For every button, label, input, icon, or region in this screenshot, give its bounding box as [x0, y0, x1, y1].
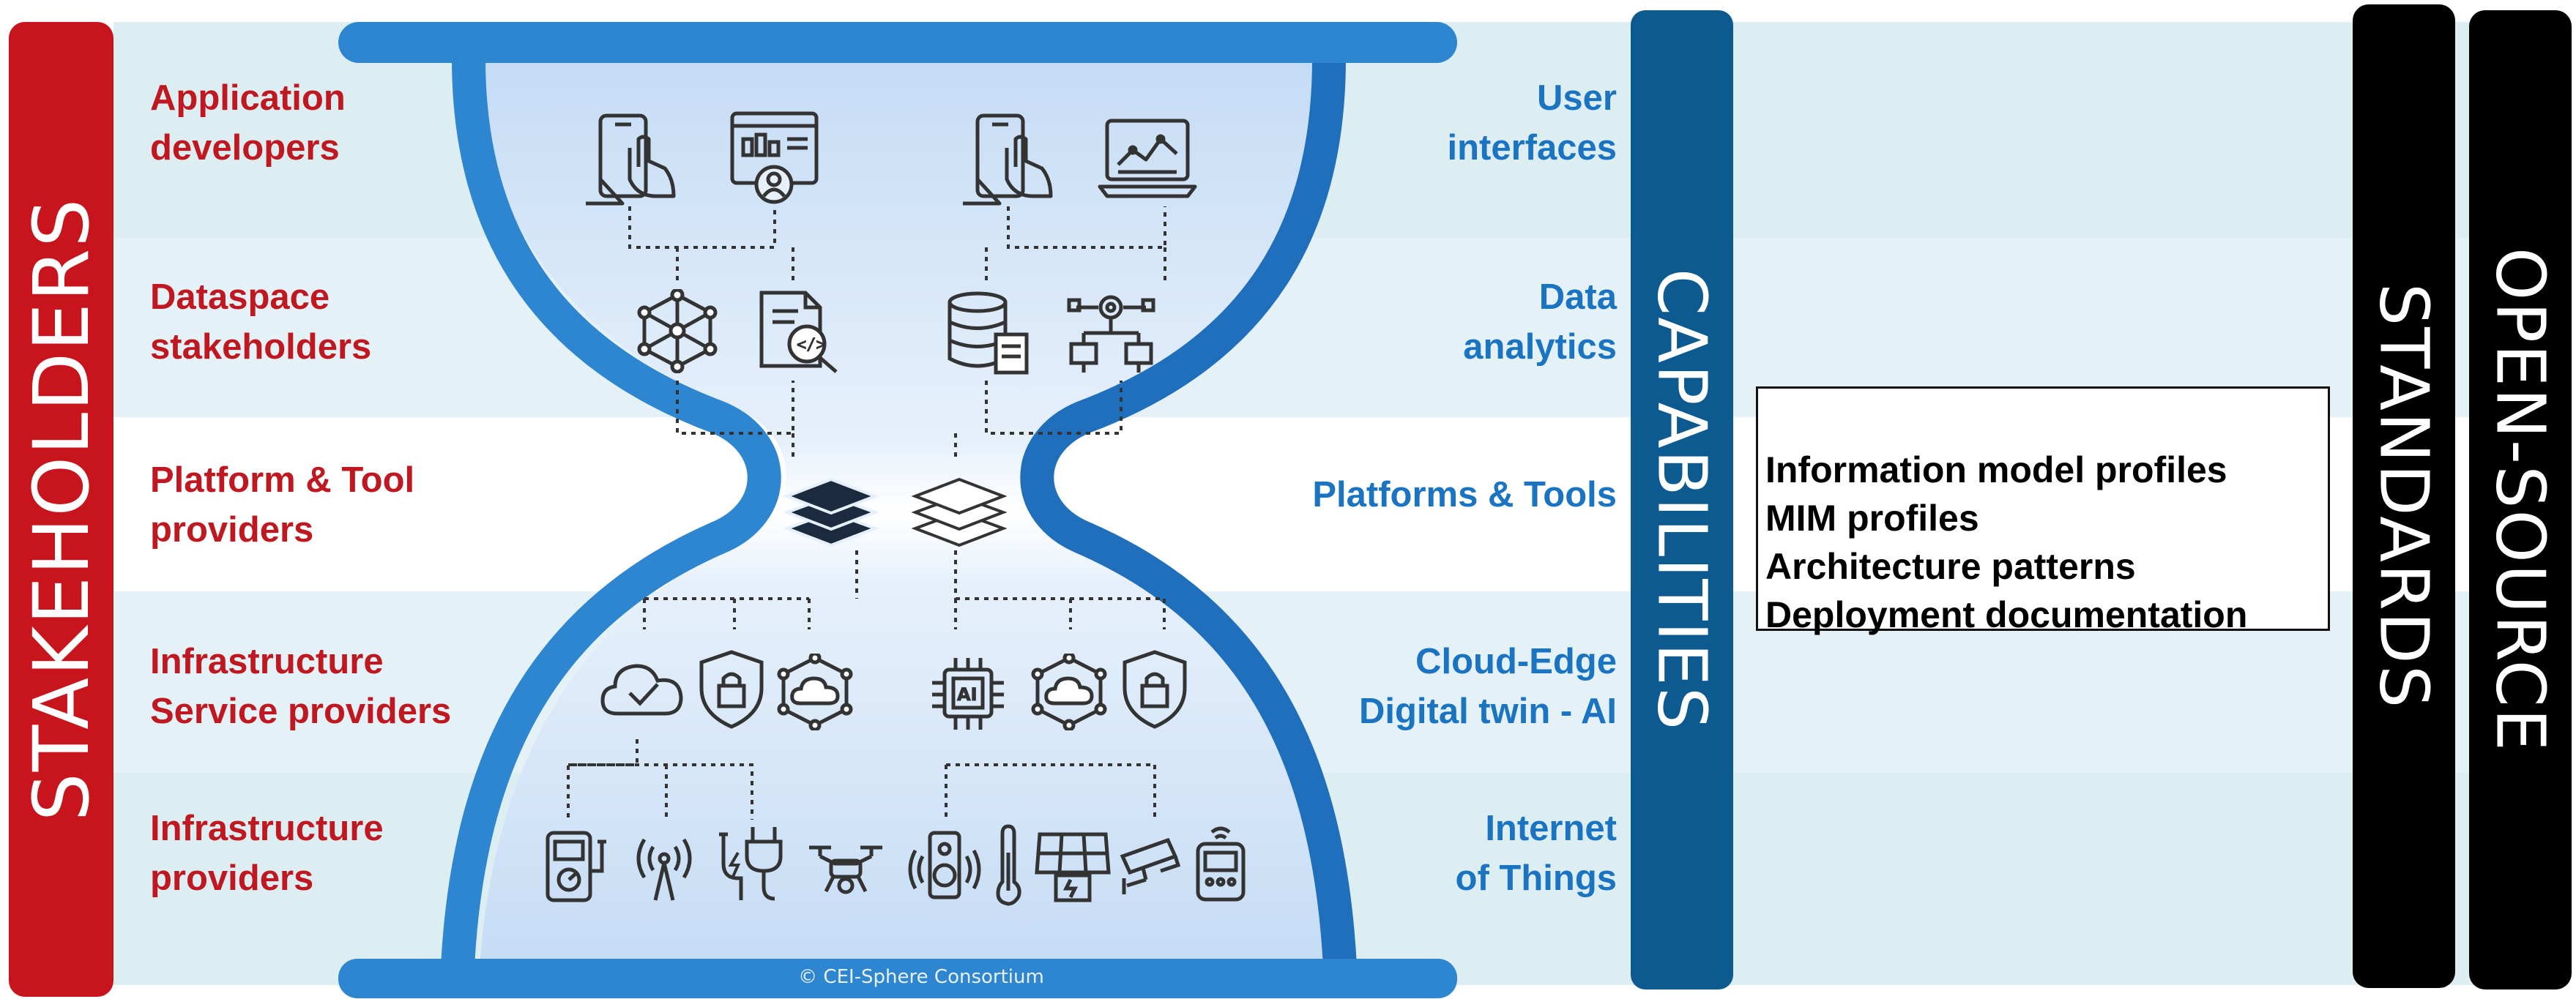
stakeholders-bar: STAKEHOLDERS	[9, 22, 113, 997]
copyright-credit: © CEI-Sphere Consortium	[798, 966, 1044, 988]
hourglass-frame-right	[1020, 42, 1357, 983]
tablet-touch-icon	[586, 113, 676, 206]
svg-text:</>: </>	[797, 336, 826, 354]
plug-icon	[719, 827, 783, 901]
hourglass-glass	[480, 59, 1333, 966]
profiles-info-box: Information model profiles MIM profiles …	[1756, 386, 2330, 635]
layers-outline-icon	[912, 477, 1007, 547]
standards-bar: STANDARDS	[2353, 4, 2455, 988]
cloud-network-icon	[777, 654, 853, 730]
database-document-icon	[948, 291, 1029, 375]
shield-lock-icon	[699, 650, 764, 729]
open-source-bar-label: OPEN-SOURCE	[2481, 247, 2560, 752]
code-document-search-icon: </>	[759, 291, 838, 373]
hourglass-frame-left	[441, 42, 781, 983]
layers-filled-icon	[783, 477, 879, 547]
stakeholders-bar-label: STAKEHOLDERS	[16, 197, 106, 822]
antenna-signal-icon	[636, 838, 692, 901]
hourglass-top-bar	[338, 22, 1457, 63]
gear-network-icon	[1067, 295, 1155, 373]
svg-text:AI: AI	[957, 684, 978, 705]
capabilities-bar: CAPABILITIES	[1631, 10, 1733, 989]
solar-panel-icon	[1035, 832, 1111, 902]
info-item: Architecture patterns	[1765, 546, 2136, 587]
open-source-bar: OPEN-SOURCE	[2469, 10, 2572, 989]
security-camera-icon	[1120, 837, 1181, 894]
capabilities-bar-label: CAPABILITIES	[1642, 268, 1721, 732]
thermometer-icon	[996, 824, 1021, 906]
network-cube-icon	[637, 289, 718, 373]
info-item: Deployment documentation	[1765, 594, 2248, 635]
drone-icon	[809, 845, 882, 894]
info-item: Information model profiles	[1765, 449, 2227, 490]
cloud-check-icon	[600, 664, 683, 716]
hourglass-bottom-bar	[338, 959, 1457, 998]
cloud-network-icon	[1031, 654, 1107, 730]
info-item: MIM profiles	[1765, 498, 1979, 539]
standards-bar-label: STANDARDS	[2364, 283, 2443, 710]
smart-meter-icon	[1196, 826, 1246, 902]
capability-platforms-tools: Platforms & Tools	[1312, 475, 1617, 515]
speaker-icon	[908, 831, 981, 899]
shield-lock-icon	[1123, 650, 1187, 729]
multimeter-icon	[546, 831, 606, 902]
connector-lines	[567, 206, 1166, 820]
dashboard-user-icon	[730, 111, 819, 204]
laptop-chart-icon	[1098, 119, 1197, 198]
ai-chip-icon: AI	[932, 658, 1004, 730]
tablet-touch-icon	[963, 113, 1053, 206]
